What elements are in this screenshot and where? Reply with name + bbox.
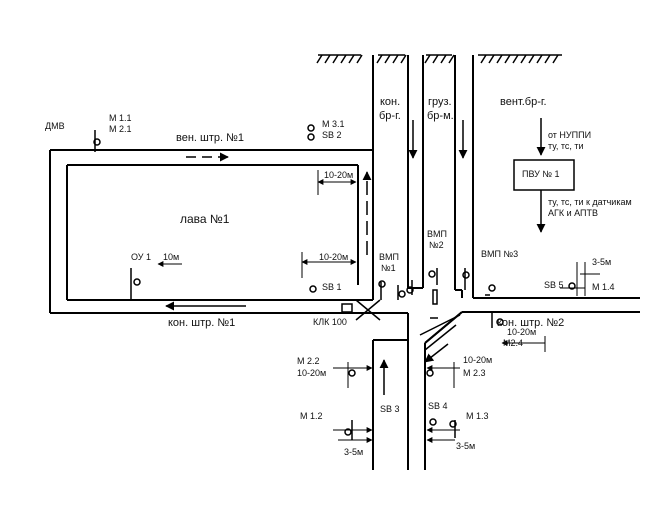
- label-m14: М 1.4: [592, 282, 615, 292]
- label-sb1: SB 1: [322, 282, 342, 292]
- label-vmp3: ВМП №3: [481, 249, 519, 259]
- conveyor-drift-1: [50, 287, 423, 340]
- label-cargo-raise-2: бр-м.: [427, 110, 454, 122]
- label-sb4: SB 4: [428, 401, 448, 411]
- label-sb2: SB 2: [322, 130, 342, 140]
- label-dmv: ДМВ: [45, 121, 65, 131]
- label-conveyor-drift-1: кон. штр. №1: [168, 317, 236, 329]
- label-conveyor-raise-1: кон.: [380, 96, 401, 108]
- label-m11: М 1.1: [109, 113, 132, 123]
- sensor-symbols: [93, 124, 576, 440]
- label-distance-3-5-right: 3-5м: [592, 257, 612, 267]
- label-sb5: SB 5: [544, 280, 564, 290]
- label-ventilation-drift: вен. штр. №1: [176, 132, 245, 144]
- label-distance-center: 10-20м: [463, 355, 493, 365]
- label-distance-3-5-center: 3-5м: [456, 441, 476, 451]
- label-conveyor-drift-2: кон. штр. №2: [497, 317, 565, 329]
- label-m24: М2.4: [503, 338, 524, 348]
- label-m23: М 2.3: [463, 368, 486, 378]
- lower-branches: [372, 311, 463, 470]
- label-m31: М 3.1: [322, 119, 345, 129]
- shaft-lines: [372, 55, 474, 300]
- surface-hatching: [316, 54, 562, 64]
- label-agk-top: ту, тс, ти к датчикам: [548, 197, 632, 207]
- label-vmp2-top: ВМП: [427, 229, 447, 239]
- label-pvu: ПВУ № 1: [522, 169, 560, 179]
- dimension-lines: [157, 170, 600, 443]
- label-nuppi-bottom: ту, тс, ти: [548, 141, 584, 151]
- label-distance-left: 10-20м: [297, 368, 327, 378]
- label-conveyor-raise-2: бр-г.: [379, 110, 401, 122]
- label-vmp1-bottom: №1: [381, 263, 396, 273]
- label-m21: М 2.1: [109, 124, 132, 134]
- label-vent-raise: вент.бр-г.: [500, 96, 547, 108]
- label-sb3: SB 3: [380, 404, 400, 414]
- pvu-box: [513, 159, 575, 191]
- label-agk-bottom: АГК и АПТВ: [548, 208, 599, 218]
- small-details: [341, 289, 461, 351]
- airflow-arrows: [165, 118, 546, 395]
- label-m22: М 2.2: [297, 356, 320, 366]
- label-nuppi-top: от НУППИ: [548, 130, 592, 140]
- label-cargo-raise-1: груз.: [428, 96, 452, 108]
- ventilation-drift: [49, 149, 373, 313]
- label-distance-mid: 10-20м: [319, 252, 349, 262]
- label-distance-3-5-left: 3-5м: [344, 447, 364, 457]
- label-vmp1-top: ВМП: [379, 252, 399, 262]
- label-m13: М 1.3: [466, 411, 489, 421]
- label-klk: КЛК 100: [313, 317, 347, 327]
- label-ou1: ОУ 1: [131, 252, 152, 262]
- label-distance-right: 10-20м: [507, 327, 537, 337]
- label-longwall: лава №1: [180, 212, 230, 226]
- label-m12: М 1.2: [300, 411, 323, 421]
- label-distance-ou: 10м: [163, 252, 180, 262]
- label-distance-top: 10-20м: [324, 170, 354, 180]
- label-vmp2-bottom: №2: [429, 240, 444, 250]
